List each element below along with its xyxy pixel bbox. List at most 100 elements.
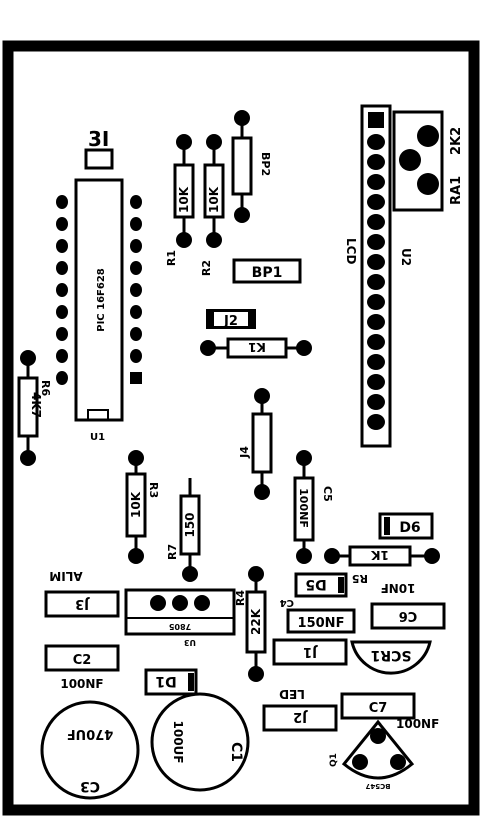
- c7-label: C7: [369, 701, 388, 716]
- lcd-pin-pad: [367, 214, 385, 230]
- lcd-pin-pad: [367, 174, 385, 190]
- r5-value: 1K: [370, 548, 388, 562]
- pic-pin-pad: [130, 261, 142, 275]
- u3-value: 7805: [168, 622, 191, 631]
- u1-label: U1: [90, 432, 105, 443]
- c6-value: 10NF: [381, 581, 416, 595]
- pic-pin-pad: [130, 195, 142, 209]
- lcd-header: [360, 104, 392, 448]
- pic-pin-pad: [56, 349, 68, 363]
- r3-label: R3: [147, 482, 160, 498]
- transistor-q1: BC547 Q1: [329, 719, 415, 790]
- j2-label: J2: [293, 709, 308, 724]
- r4-value: 22K: [249, 608, 263, 635]
- resistor-r7: 150 R7: [166, 478, 201, 582]
- jumper-pad: [84, 148, 114, 170]
- regulator-u3: 7805 U3: [124, 588, 236, 647]
- r6-label: R6: [39, 380, 52, 396]
- c1-label: C1: [228, 742, 244, 762]
- pic-pin-pad: [130, 327, 142, 341]
- c7-value: 100NF: [396, 717, 439, 731]
- diode-d1: D1: [144, 668, 198, 696]
- pic-pin-pad: [130, 239, 142, 253]
- thyristor-scr1: SCR1: [350, 640, 432, 675]
- alim-label: ALIM: [49, 569, 82, 583]
- r4-label: R4: [234, 590, 247, 606]
- connector-j2: LED J2: [262, 687, 338, 732]
- resistor-k1: K1: [200, 337, 312, 359]
- pic-label: PIC 16F628: [96, 268, 107, 332]
- r7-value: 150: [183, 512, 197, 537]
- diode-d6: D6: [378, 512, 434, 540]
- pic-pin-pad: [130, 349, 142, 363]
- lcd-pin-pad: [367, 354, 385, 370]
- j4-label: J4: [238, 446, 251, 459]
- pic-chip: PIC 16F628 U1: [74, 178, 124, 443]
- pic-pin-pad: [130, 217, 142, 231]
- resistor-r4: 22K R4: [234, 566, 267, 682]
- c1-value: 100UF: [171, 721, 185, 764]
- connector-j1: J1: [272, 638, 348, 666]
- c6-label: C6: [399, 608, 418, 623]
- j2-mid-label: J2: [223, 314, 238, 329]
- lcd-pin-pad: [367, 234, 385, 250]
- resistor-r6: 4K7 R6: [17, 350, 52, 466]
- d5-label: D5: [305, 576, 326, 592]
- lcd-pin-pad: [367, 294, 385, 310]
- c5-value: 100NF: [297, 488, 310, 528]
- potentiometer-ra1: RA1 2K2: [392, 110, 464, 212]
- j3-label: J3: [75, 596, 90, 611]
- r6-value: 4K7: [29, 392, 43, 418]
- lcd-pin-pad: [367, 254, 385, 270]
- lcd-pin-pad: [367, 374, 385, 390]
- c3-value: 470UF: [67, 726, 114, 741]
- pic-pins: [56, 195, 142, 385]
- r2-label: R2: [200, 260, 213, 276]
- c4-value: 150NF: [298, 616, 345, 631]
- r2-value: 10K: [207, 186, 221, 213]
- d6-label: D6: [399, 520, 420, 536]
- jumper-j4: J4: [238, 388, 273, 500]
- resistor-r2: 10K R2: [200, 134, 225, 276]
- c2-value: 100NF: [60, 677, 103, 691]
- ra1-value: 2K2: [449, 127, 464, 155]
- lcd-pin-pad: [367, 154, 385, 170]
- pic-pin-pad: [56, 283, 68, 297]
- j1-label: J1: [303, 644, 318, 659]
- button-bp1: [232, 258, 302, 284]
- button-bp2: BP2: [231, 110, 272, 223]
- d1-label: D1: [155, 673, 176, 689]
- pic-pin-pad: [56, 371, 68, 385]
- capacitor-c4: C4 150NF: [280, 597, 356, 634]
- capacitor-c3: 470UF C3: [40, 700, 140, 800]
- capacitor-c1: 100UF C1: [150, 692, 250, 792]
- lcd-pins: [367, 134, 385, 430]
- pic-pin-pad: [56, 217, 68, 231]
- c5-label: C5: [321, 486, 334, 502]
- c4-label: C4: [280, 597, 294, 608]
- r3-value: 10K: [129, 491, 143, 518]
- pic-pin-pad: [130, 372, 142, 384]
- q1-label: Q1: [329, 753, 339, 767]
- k1-label: K1: [248, 340, 266, 354]
- pic-pin-pad: [56, 327, 68, 341]
- capacitor-c7: C7 100NF: [340, 692, 439, 731]
- r1-label: R1: [165, 250, 178, 266]
- diode-d5: D5: [294, 572, 348, 598]
- pic-pin-pad: [130, 283, 142, 297]
- r1-value: 10K: [177, 186, 191, 213]
- ra1-label: RA1: [449, 176, 464, 205]
- capacitor-c6: 10NF C6: [370, 581, 446, 630]
- r7-label: R7: [166, 544, 179, 560]
- lcd-pin-pad: [367, 274, 385, 290]
- capacitor-c2: C2 100NF: [44, 644, 120, 691]
- lcd-pin-pad: [367, 314, 385, 330]
- resistor-r3: 10K R3: [125, 450, 160, 564]
- pic-pin-pad: [130, 305, 142, 319]
- scr1-label: SCR1: [371, 647, 412, 663]
- lcd-pin-pad: [367, 394, 385, 410]
- u2-label: U2: [399, 248, 413, 266]
- resistor-r5: 1K R5: [324, 545, 440, 585]
- bp2-label: BP2: [259, 152, 272, 176]
